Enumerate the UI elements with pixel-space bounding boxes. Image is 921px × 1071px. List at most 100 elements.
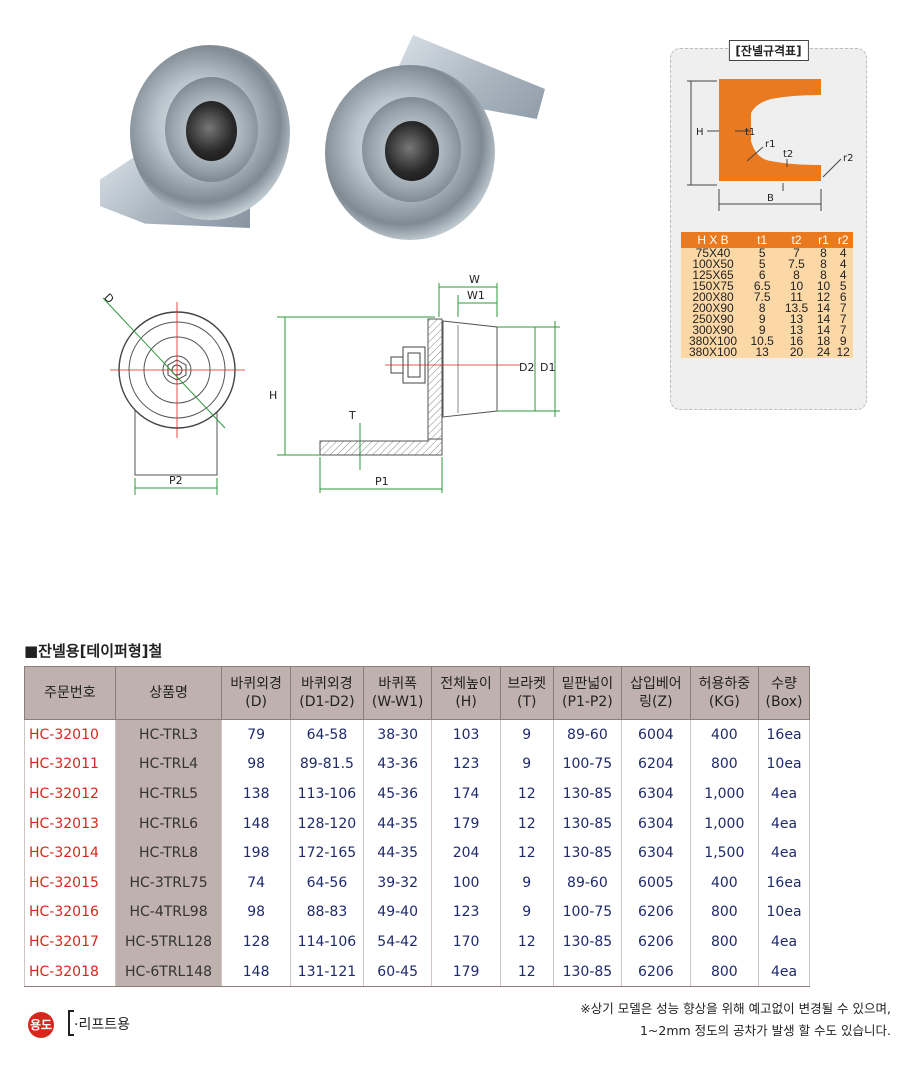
dim-label-W1: W1 bbox=[467, 289, 485, 302]
table-header-cell: 바퀴폭 (W-W1) bbox=[362, 666, 433, 720]
spec-cell: 125X65 bbox=[681, 269, 745, 281]
table-cell: 38-30 bbox=[362, 719, 433, 750]
spec-cell: 100X50 bbox=[681, 258, 745, 270]
table-cell: 131-121 bbox=[289, 956, 364, 988]
dim-label-W: W bbox=[469, 273, 480, 286]
spec-cell: 8 bbox=[779, 269, 814, 281]
table-cell: 4ea bbox=[758, 838, 810, 868]
table-cell: 130-85 bbox=[552, 927, 623, 957]
product-name-cell: HC-TRL8 bbox=[114, 838, 223, 868]
order-code-cell: HC-32011 bbox=[24, 749, 116, 780]
order-code-cell: HC-32018 bbox=[24, 956, 116, 988]
spec-cell: 12 bbox=[813, 291, 834, 303]
spec-cell: 250X90 bbox=[681, 313, 745, 325]
spec-cell: 8 bbox=[813, 247, 834, 259]
table-cell: 130-85 bbox=[552, 779, 623, 809]
spec-cell: 6 bbox=[745, 269, 780, 281]
table-cell: 130-85 bbox=[552, 838, 623, 868]
spec-header-hxb: H X B bbox=[681, 232, 745, 248]
spec-cell: 9 bbox=[745, 324, 780, 336]
spec-cell: 7 bbox=[833, 324, 853, 336]
table-cell: 204 bbox=[431, 838, 501, 868]
product-name-cell: HC-6TRL148 bbox=[114, 956, 223, 988]
table-cell: 64-58 bbox=[289, 719, 364, 750]
spec-cell: 4 bbox=[833, 269, 853, 281]
table-header-line: 바퀴외경 bbox=[301, 676, 353, 692]
spec-header-r2: r2 bbox=[833, 232, 853, 248]
spec-cell: 7.5 bbox=[779, 258, 814, 270]
table-cell: 4ea bbox=[758, 956, 810, 988]
side-view-drawing: W W1 D2 D1 H T P1 bbox=[269, 273, 560, 493]
table-cell: 6206 bbox=[621, 927, 691, 957]
spec-cell: 8 bbox=[813, 258, 834, 270]
table-cell: 44-35 bbox=[362, 808, 433, 839]
table-cell: 64-56 bbox=[289, 867, 364, 898]
table-cell: 4ea bbox=[758, 927, 810, 957]
spec-header-r1: r1 bbox=[813, 232, 834, 248]
table-cell: 6304 bbox=[621, 779, 691, 809]
table-cell: 179 bbox=[431, 956, 501, 988]
table-header-line: 허용하중 bbox=[698, 676, 751, 692]
spec-cell: 14 bbox=[813, 313, 834, 325]
notice: ※상기 모델은 성능 향상을 위해 예고없이 변경될 수 있으며, 1~2mm … bbox=[580, 998, 891, 1042]
spec-cell: 10.5 bbox=[745, 335, 780, 347]
spec-cell: 14 bbox=[813, 302, 834, 314]
table-header-cell: 바퀴외경(D1-D2) bbox=[289, 666, 364, 720]
table-header-line: (H) bbox=[455, 694, 477, 710]
order-code-cell: HC-32014 bbox=[24, 838, 116, 868]
spec-cell: 8 bbox=[813, 269, 834, 281]
table-cell: 10ea bbox=[758, 897, 810, 928]
table-header-line: 전체높이 bbox=[440, 676, 492, 692]
table-header-line: (W-W1) bbox=[371, 694, 424, 710]
table-cell: 800 bbox=[689, 956, 760, 988]
order-code-cell: HC-32016 bbox=[24, 897, 116, 928]
table-cell: 6005 bbox=[621, 867, 691, 898]
table-cell: 12 bbox=[499, 838, 554, 868]
product-name-cell: HC-TRL3 bbox=[114, 719, 223, 750]
table-cell: 6206 bbox=[621, 956, 691, 988]
section-title: ■잔넬용[테이퍼형]철 bbox=[24, 642, 163, 660]
spec-cell: 6 bbox=[833, 291, 853, 303]
table-header-line: 밑판넓이 bbox=[561, 676, 614, 692]
product-name-cell: HC-4TRL98 bbox=[114, 897, 223, 928]
table-cell: 12 bbox=[499, 927, 554, 957]
table-cell: 103 bbox=[431, 719, 501, 750]
table-cell: 54-42 bbox=[362, 927, 433, 957]
table-cell: 800 bbox=[689, 749, 760, 780]
table-cell: 9 bbox=[499, 719, 554, 750]
table-header-line: 바퀴폭 bbox=[378, 676, 417, 692]
product-name-cell: HC-TRL6 bbox=[114, 808, 223, 839]
table-header-cell: 브라켓(T) bbox=[499, 666, 554, 720]
spec-cell: 13 bbox=[745, 346, 780, 358]
table-header-cell: 주문번호 bbox=[24, 666, 116, 720]
dim-label-T: T bbox=[348, 409, 356, 422]
table-cell: 170 bbox=[431, 927, 501, 957]
table-cell: 12 bbox=[499, 808, 554, 839]
spec-cell: 5 bbox=[745, 247, 780, 259]
spec-cell: 4 bbox=[833, 258, 853, 270]
spec-label-t2: t2 bbox=[783, 149, 793, 160]
table-header-cell: 전체높이 (H) bbox=[431, 666, 501, 720]
table-cell: 98 bbox=[221, 897, 291, 928]
spec-cell: 300X90 bbox=[681, 324, 745, 336]
table-cell: 128 bbox=[221, 927, 291, 957]
order-code-cell: HC-32017 bbox=[24, 927, 116, 957]
table-cell: 79 bbox=[221, 719, 291, 750]
table-cell: 800 bbox=[689, 927, 760, 957]
table-cell: 400 bbox=[689, 867, 760, 898]
spec-label-r1: r1 bbox=[765, 139, 775, 150]
spec-label-B: B bbox=[767, 193, 774, 204]
table-cell: 16ea bbox=[758, 867, 810, 898]
table-header-line: 주문번호 bbox=[44, 685, 96, 701]
table-cell: 9 bbox=[499, 749, 554, 780]
